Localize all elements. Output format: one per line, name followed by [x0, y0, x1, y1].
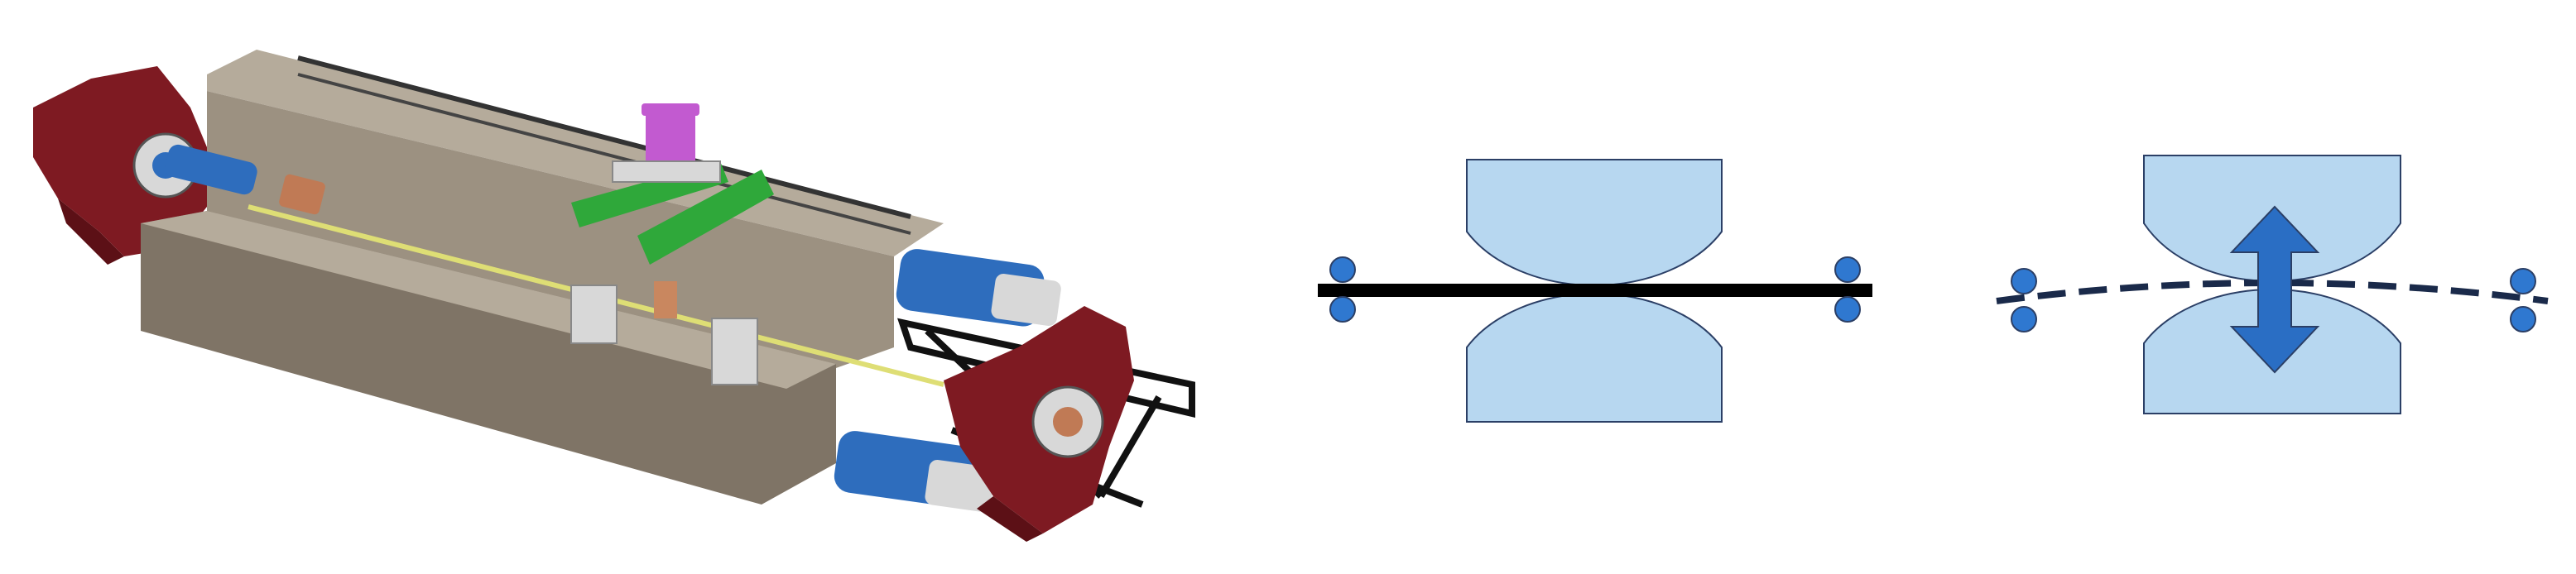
right-frame: [944, 306, 1134, 542]
right-lower-actuator: [834, 431, 995, 512]
block-front-step: [141, 211, 836, 505]
support-left: [570, 285, 618, 344]
main-block: [141, 50, 944, 505]
bent-left-roller-bottom: [2011, 306, 2037, 332]
left-actuator-body: [165, 144, 257, 195]
left-roller-bottom: [1329, 296, 1356, 323]
right-flange-hub: [1053, 407, 1083, 437]
bent-right-roller-bottom: [2510, 306, 2536, 332]
bent-left-roller-top: [2011, 268, 2037, 294]
apparatus-panel: [33, 50, 1195, 542]
left-frame: [33, 66, 211, 265]
double-arrow-icon: [2229, 205, 2320, 374]
left-frame-shade: [58, 199, 124, 265]
left-roller-top: [1329, 256, 1356, 283]
schematic-straight-panel: [1318, 159, 1872, 423]
right-upper-actuator: [896, 249, 1061, 327]
center-tool: [654, 281, 677, 318]
block-front-top: [141, 211, 836, 389]
support-right: [711, 318, 758, 385]
right-lower-actuator-rod: [925, 459, 995, 512]
right-roller-bottom: [1834, 296, 1861, 323]
green-beam-2: [637, 170, 774, 265]
right-roller-top: [1834, 256, 1861, 283]
right-upper-actuator-rod: [991, 273, 1061, 326]
block-back-face: [207, 91, 894, 368]
loading-head-cap: [642, 103, 699, 116]
schematic-bent-panel: [1996, 155, 2549, 414]
left-frame-body: [33, 66, 211, 256]
lower-die-straight: [1466, 292, 1723, 423]
block-slot-2: [297, 73, 911, 235]
block-slot-1: [297, 55, 911, 219]
block-top: [207, 50, 944, 256]
upper-die-straight: [1466, 159, 1723, 287]
right-frame-shade: [977, 496, 1043, 542]
loading-head: [646, 103, 695, 174]
left-clamp: [279, 174, 325, 215]
loading-platform: [612, 160, 721, 183]
bent-right-roller-top: [2510, 268, 2536, 294]
left-actuator: [165, 144, 325, 215]
